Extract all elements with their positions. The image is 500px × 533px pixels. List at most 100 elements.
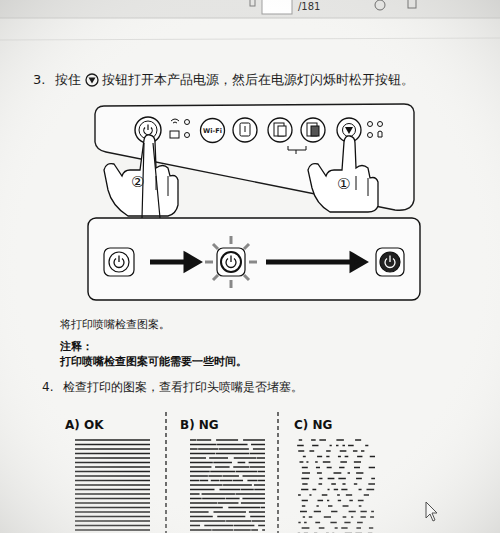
pattern-line	[75, 529, 150, 531]
pattern-line	[75, 516, 150, 518]
pattern-line	[200, 480, 208, 482]
pattern-line	[257, 457, 265, 459]
pattern-line	[75, 462, 150, 464]
pattern-line	[258, 525, 265, 527]
pattern-dash	[356, 472, 363, 474]
pattern-dash	[312, 445, 318, 447]
pattern-dash	[368, 483, 375, 485]
pattern-dash	[306, 461, 308, 463]
pattern-line	[253, 448, 265, 450]
pattern-line	[190, 457, 206, 459]
pattern-dash	[338, 456, 341, 458]
pattern-dash	[300, 511, 307, 513]
pattern-line	[75, 484, 150, 486]
pattern-dash	[322, 494, 328, 496]
pattern-partly-clogged	[190, 440, 265, 530]
pattern-dash	[337, 494, 340, 496]
pattern-dash	[369, 527, 373, 529]
pattern-line	[190, 502, 217, 504]
pattern-line	[75, 525, 150, 527]
pattern-line	[213, 462, 232, 464]
toolbar-border	[0, 18, 500, 19]
callout-number: ①	[337, 175, 350, 193]
pattern-line	[190, 489, 215, 491]
pattern-line	[197, 439, 212, 441]
instruction-text: 按钮打开本产品电源，然后在电源灯闪烁时松开按钮。	[102, 72, 414, 88]
button-bracket	[288, 146, 306, 154]
pattern-line	[190, 439, 196, 441]
pattern-dash	[324, 516, 331, 518]
pattern-dash	[358, 500, 364, 502]
pattern-line	[216, 453, 249, 455]
pattern-dash	[302, 467, 308, 469]
page-box	[262, 0, 292, 14]
pattern-dash	[327, 467, 332, 469]
pattern-line	[217, 444, 248, 446]
power-blinking-state	[205, 236, 257, 288]
pattern-dash	[328, 489, 330, 491]
pattern-line	[190, 484, 223, 486]
pattern-dash	[328, 478, 335, 480]
pattern-dash	[343, 516, 347, 518]
pattern-line	[252, 520, 265, 522]
pattern-dash	[327, 500, 329, 502]
pattern-dash	[345, 456, 349, 458]
pattern-dash	[302, 500, 308, 502]
page-edge	[0, 38, 500, 40]
pattern-dash	[315, 461, 318, 463]
pattern-line	[243, 439, 265, 441]
sequence-arrow	[266, 255, 364, 269]
pattern-dash	[338, 478, 345, 480]
pattern-line	[190, 520, 226, 522]
pattern-dash	[314, 511, 321, 513]
pattern-line	[202, 493, 235, 495]
pattern-line	[223, 484, 252, 486]
pattern-dash	[330, 445, 332, 447]
pattern-line	[234, 525, 254, 527]
pattern-dash	[365, 445, 368, 447]
pattern-dash	[319, 527, 325, 529]
pattern-line	[75, 466, 150, 468]
pattern-line	[75, 493, 150, 495]
pattern-line	[226, 498, 240, 500]
pattern-dash	[355, 439, 361, 441]
pattern-line	[75, 511, 150, 513]
pattern-line	[251, 444, 265, 446]
pattern-dash	[299, 461, 303, 463]
pattern-line	[190, 466, 211, 468]
power-on-state	[376, 248, 404, 276]
pattern-dash	[323, 461, 331, 463]
pattern-dash	[328, 505, 332, 507]
pattern-dash	[360, 511, 366, 513]
pattern-dash	[336, 445, 338, 447]
pattern-dash	[360, 516, 365, 518]
pattern-line	[75, 444, 150, 446]
pattern-dash	[343, 505, 349, 507]
pattern-line	[204, 525, 233, 527]
step-number: 3.	[33, 72, 45, 88]
pattern-dash	[309, 516, 313, 518]
left-hand	[104, 135, 178, 216]
nozzle-check-icon	[86, 74, 98, 86]
pattern-line	[190, 507, 223, 509]
pattern-line	[75, 520, 150, 522]
right-hand	[308, 136, 378, 212]
pattern-dash	[341, 489, 347, 491]
pattern-line	[233, 480, 243, 482]
pattern-line	[75, 439, 150, 441]
pattern-line	[258, 471, 265, 473]
pattern-dash	[302, 483, 307, 485]
pattern-dash	[359, 505, 362, 507]
pattern-dash	[319, 478, 322, 480]
pattern-dash	[357, 456, 362, 458]
pattern-line	[75, 489, 150, 491]
pattern-dash	[298, 450, 304, 452]
pattern-dash	[361, 450, 364, 452]
pattern-heading: C) NG	[294, 418, 332, 432]
pattern-line	[247, 480, 257, 482]
pattern-line	[190, 462, 213, 464]
toolbar-icon	[250, 0, 255, 6]
column-separator	[165, 412, 166, 533]
